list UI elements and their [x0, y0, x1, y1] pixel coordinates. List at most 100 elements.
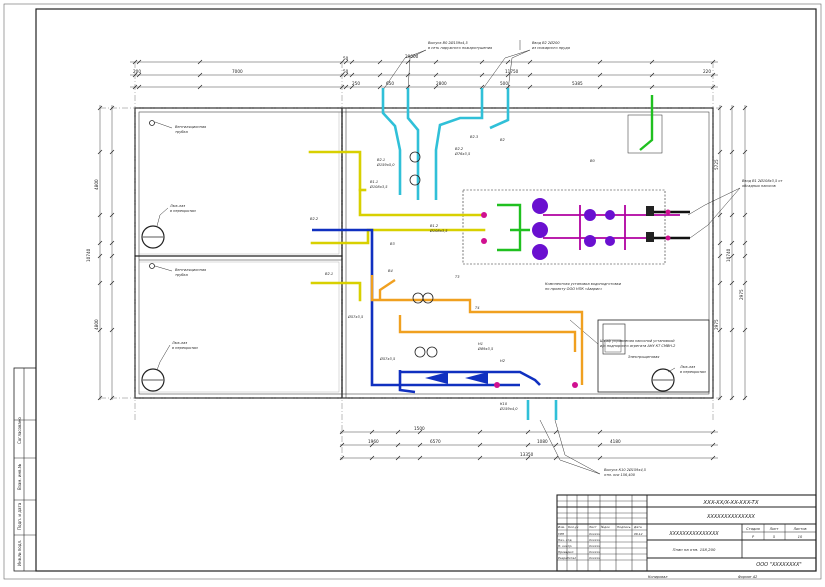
dim-top-650: 650	[386, 81, 394, 86]
dimension-tick	[339, 59, 345, 65]
pipe-label: В3	[390, 242, 395, 246]
dimension-tick	[109, 149, 115, 155]
pit-icon	[141, 368, 165, 392]
dimension-tick	[97, 395, 103, 401]
dim-bot-4180: 4180	[610, 439, 621, 444]
stamp-inventory: Инв.№ подл.	[17, 540, 22, 566]
outlet-bot-note-2: отм. оси 156,400	[604, 473, 636, 477]
vent-note-2: Вентиляционная	[175, 268, 206, 272]
copied-label: Копировал	[648, 575, 668, 579]
format-label: Формат А2	[738, 575, 757, 579]
dimension-tick	[343, 72, 349, 78]
equipment	[409, 151, 671, 388]
pipe-label: Т4	[475, 306, 480, 310]
dimension-tick	[136, 84, 142, 90]
pipe-blue	[312, 228, 541, 394]
dimension-tick	[597, 442, 603, 448]
mid-name: XXXXXXXXXXXXXXX	[668, 531, 719, 537]
date-mark: 06.12	[634, 532, 643, 536]
control-note: Шкаф управления насосной установкой	[600, 339, 675, 343]
pipe-label: В2.2	[455, 147, 464, 151]
dimension-tick	[553, 442, 559, 448]
dimension-tick	[132, 59, 138, 65]
filter-icon	[584, 209, 596, 221]
vent-icon	[149, 263, 155, 269]
dimension-tick	[597, 84, 603, 90]
dimension-tick	[479, 84, 485, 90]
vent-note-1: Вентиляционная	[175, 125, 206, 129]
dimension-tick	[369, 455, 375, 461]
dimension-tick	[405, 72, 411, 78]
room-notes: Вентиляционная трубка Вентиляционная тру…	[169, 40, 783, 477]
complete-note: Комплектная установка водоподготовки	[545, 282, 622, 286]
pump-icon	[409, 151, 421, 163]
dimension-tick	[527, 84, 533, 90]
col-header: Дата	[633, 525, 642, 529]
dim-right-2975b: 2975	[739, 289, 744, 300]
dimension-tick	[479, 59, 485, 65]
dimension-tick	[197, 59, 203, 65]
dim-bot-1080: 1080	[537, 439, 548, 444]
role: Разработал	[558, 556, 576, 560]
dimension-tick	[729, 327, 735, 333]
dimension-tick	[377, 59, 383, 65]
electric-note: Электрощитовая	[627, 355, 659, 359]
valve-icon	[572, 382, 578, 388]
valve-icon	[665, 235, 671, 241]
dimension-tick	[97, 280, 103, 286]
dimension-tick	[477, 455, 483, 461]
dim-top-5385: 5385	[572, 81, 583, 86]
dimension-tick	[553, 455, 559, 461]
dimension-tick	[717, 280, 723, 286]
dimension-tick	[405, 59, 411, 65]
vent-note-1b: трубка	[175, 130, 188, 134]
dimension-tick	[339, 455, 345, 461]
dimension-tick	[109, 105, 115, 111]
dimension-tick	[525, 429, 531, 435]
dimension-tick	[742, 280, 748, 286]
dimension-tick	[377, 84, 383, 90]
pipe-label: Н2	[500, 359, 506, 363]
company-name: ООО "XXXXXXXX"	[756, 562, 801, 568]
vent-icon	[149, 120, 155, 126]
dimension-tick	[729, 149, 735, 155]
pipe-label: В0	[590, 159, 595, 163]
dimension-tick	[710, 72, 716, 78]
dimension-tick	[710, 429, 716, 435]
dimension-tick	[349, 84, 355, 90]
dim-top-200: 200	[133, 69, 141, 74]
dimension-tick	[97, 105, 103, 111]
role: Нач. отд.	[558, 538, 572, 542]
inlet-top-note-2: из пожарного пруда	[532, 46, 570, 50]
dimension-texts: 50 29000 7000 50 200 250 650 2800 11750 …	[86, 54, 744, 457]
pipe-label: Ø159х4,0	[499, 406, 518, 411]
dimension-tick	[339, 72, 345, 78]
dimension-tick	[349, 59, 355, 65]
sheet-title: План на отм. 158,200	[673, 547, 716, 552]
dimension-tick	[525, 455, 531, 461]
stamp-replace: Взам. инв.№	[17, 464, 22, 490]
dimension-tick	[136, 72, 142, 78]
dimension-tick	[369, 429, 375, 435]
pit-note-3b: в перекрытии	[680, 370, 706, 374]
inlet-right-note-2: обсадных насосов	[742, 184, 776, 188]
stage-header: Стадия	[746, 527, 759, 531]
stamp-agreed: Согласовано	[17, 417, 22, 444]
top-name: XXXXXXXXXXXXXX	[706, 514, 756, 520]
filter-icon	[605, 236, 615, 246]
dimension-tick	[527, 72, 533, 78]
pipe-label: В1.1	[370, 180, 378, 184]
side-stamp: Согласовано Взам. инв.№ Подп. и дата Инв…	[13, 367, 37, 572]
pump-icon	[414, 346, 426, 358]
dimension-tick	[417, 429, 423, 435]
dim-left-10740: 10740	[86, 248, 91, 262]
dimension-tick	[742, 212, 748, 218]
dimension-tick	[395, 429, 401, 435]
filter-icon	[532, 198, 548, 214]
dim-right-2975: 2975	[714, 319, 719, 330]
dimension-tick	[433, 59, 439, 65]
dimension-tick	[553, 429, 559, 435]
dim-top-2800: 2800	[436, 81, 447, 86]
